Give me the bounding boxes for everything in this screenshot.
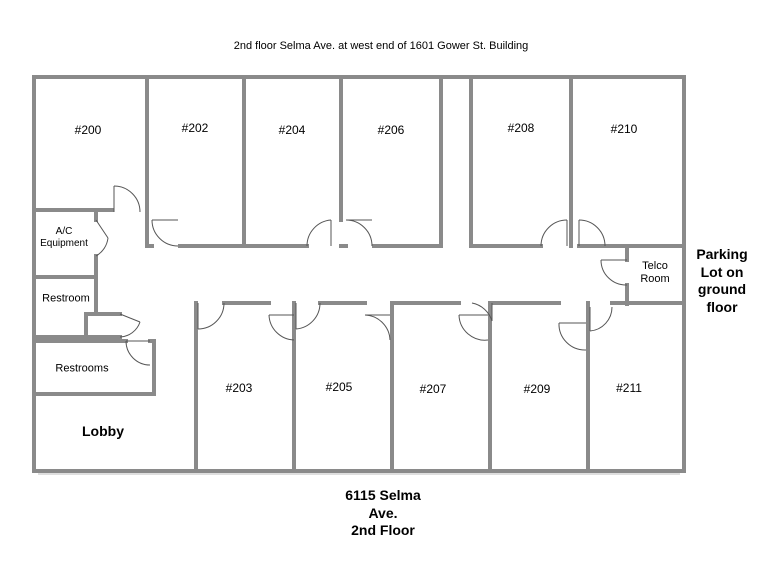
- parking-line3: ground: [697, 281, 747, 297]
- parking-label: Parking Lot on ground floor: [686, 246, 758, 316]
- plan-title: 2nd floor Selma Ave. at west end of 1601…: [233, 40, 529, 52]
- lobby-label: Lobby: [82, 423, 124, 439]
- address-line1: 6115 Selma: [345, 487, 421, 503]
- telco-label-line2: Room: [640, 273, 670, 285]
- room-208-label: #208: [507, 121, 535, 135]
- walls: [32, 75, 686, 473]
- room-211-label: #211: [616, 381, 642, 395]
- room-206-label: #206: [377, 123, 405, 137]
- ac-equipment-label: A/C Equipment: [40, 226, 88, 250]
- restroom-label: Restroom: [42, 292, 90, 305]
- parking-line1: Parking: [696, 246, 748, 262]
- parking-line2: Lot on: [700, 263, 744, 280]
- room-207-label: #207: [419, 382, 447, 396]
- ac-label-line1: A/C: [55, 226, 73, 237]
- address-line3: 2nd Floor: [351, 522, 415, 538]
- room-204-label: #204: [278, 123, 306, 137]
- outer-wall: [32, 75, 686, 473]
- parking-line4: floor: [706, 298, 738, 315]
- room-205-label: #205: [325, 380, 353, 394]
- room-203-label: #203: [225, 381, 253, 395]
- address-label: 6115 Selma Ave. 2nd Floor: [330, 487, 436, 540]
- telco-label-line1: Telco: [642, 259, 668, 272]
- room-209-label: #209: [523, 382, 551, 396]
- room-200-label: #200: [74, 123, 102, 137]
- ac-label-line2: Equipment: [40, 238, 88, 249]
- telco-room-label: Telco Room: [640, 260, 669, 286]
- room-210-label: #210: [610, 122, 638, 136]
- doors: [95, 185, 628, 366]
- restrooms-label: Restrooms: [55, 362, 109, 375]
- room-202-label: #202: [181, 121, 209, 135]
- address-line2: Ave.: [368, 504, 398, 521]
